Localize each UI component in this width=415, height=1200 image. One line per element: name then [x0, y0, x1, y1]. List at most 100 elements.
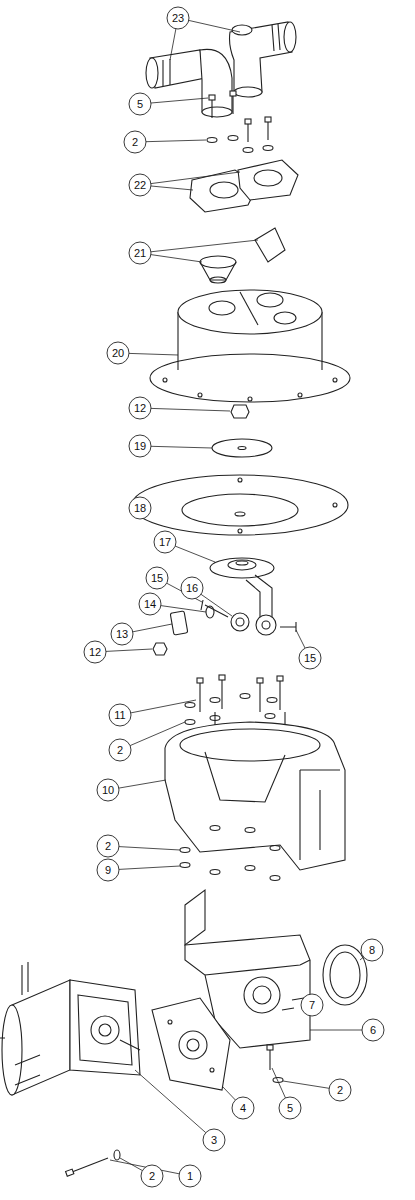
callout-circle [129, 93, 151, 115]
callout-number: 13 [111, 626, 133, 642]
leader-line [129, 353, 178, 355]
callout-circle [167, 7, 189, 29]
callout-number: 15 [146, 570, 168, 586]
callout-circle [299, 647, 321, 669]
callout-number: 16 [181, 580, 203, 596]
leader-line [201, 594, 232, 616]
leader-line [151, 186, 193, 190]
leader-line [170, 29, 176, 60]
leader-line [151, 172, 240, 184]
callout-circle [203, 1129, 225, 1151]
leader-line [222, 1086, 235, 1100]
motor [0, 962, 140, 1095]
callout-number: 20 [107, 345, 129, 361]
leader-line [119, 847, 180, 850]
callout-circle [129, 435, 151, 457]
leader-line [151, 98, 208, 103]
mount-bolts [66, 1045, 283, 1176]
nut-disc-diaphragm [132, 405, 348, 535]
callout-number: 15 [299, 650, 321, 666]
callout-number: 19 [129, 438, 151, 454]
callout-circle [84, 641, 106, 663]
callout-circle [154, 531, 176, 553]
callout-circle [129, 497, 151, 519]
leader-line [130, 722, 185, 746]
leader-line [119, 866, 180, 869]
callout-circle [129, 174, 151, 196]
leader-lines [106, 20, 364, 1173]
leader-line [161, 606, 206, 612]
callout-number: 2 [109, 742, 131, 758]
leader-line [296, 630, 305, 648]
leader-line [151, 240, 258, 252]
leader-line [151, 446, 212, 448]
callout-circle [301, 994, 323, 1016]
callout-circles [84, 7, 384, 1187]
callout-number: 23 [167, 10, 189, 26]
callout-circle [109, 704, 131, 726]
elbow-fittings [146, 22, 296, 117]
callout-circle [111, 623, 133, 645]
leader-line [151, 408, 230, 411]
callout-number: 7 [301, 997, 323, 1013]
callout-circle [146, 567, 168, 589]
callout-number: 10 [97, 782, 119, 798]
leader-line [272, 1068, 286, 1098]
adapter-plate [152, 998, 230, 1090]
callout-circle [97, 859, 119, 881]
base-bolts [185, 675, 283, 725]
leader-line [146, 140, 206, 142]
callout-circle [362, 1019, 384, 1041]
connecting-rod [153, 558, 296, 655]
callout-number: 2 [97, 838, 119, 854]
seal-ring [323, 945, 367, 1005]
valves [200, 228, 285, 283]
callout-circle [329, 1079, 351, 1101]
callout-circle [124, 131, 146, 153]
leader-line [135, 1070, 206, 1133]
callout-circle [179, 1165, 201, 1187]
leader-line [189, 20, 240, 32]
leader-line [151, 255, 202, 262]
callout-circle [107, 342, 129, 364]
valve-flanges [190, 160, 298, 212]
lower-washers [180, 826, 280, 881]
callout-number: 21 [129, 245, 151, 261]
callout-number: 11 [109, 707, 131, 723]
callout-circle [129, 242, 151, 264]
callout-number: 1 [179, 1168, 201, 1184]
callout-circle [232, 1097, 254, 1119]
callout-number: 17 [154, 534, 176, 550]
callout-number: 2 [141, 1168, 163, 1184]
callout-number: 3 [203, 1132, 225, 1148]
callout-number: 12 [129, 400, 151, 416]
callout-circle [129, 397, 151, 419]
callout-number: 6 [362, 1022, 384, 1038]
callout-number: 4 [232, 1100, 254, 1116]
callout-circle [141, 1165, 163, 1187]
pump-head [150, 290, 350, 402]
leader-line [106, 649, 152, 651]
callout-number: 9 [97, 862, 119, 878]
leader-line [360, 957, 364, 960]
leader-line [131, 700, 196, 713]
leader-line [133, 624, 172, 632]
callout-circle [109, 739, 131, 761]
leader-line [310, 1030, 362, 1031]
callout-number: 2 [329, 1082, 351, 1098]
leader-line [283, 1081, 329, 1088]
callout-circle [97, 835, 119, 857]
leader-line [120, 1158, 142, 1171]
callout-number: 8 [361, 942, 383, 958]
callout-circle [279, 1097, 301, 1119]
crank-housing [165, 712, 345, 870]
callout-number: 12 [84, 644, 106, 660]
leader-line [119, 780, 166, 788]
bolts-and-washers [207, 91, 273, 153]
callout-number: 22 [129, 177, 151, 193]
callout-number: 2 [124, 134, 146, 150]
callout-circle [139, 593, 161, 615]
callout-circle [361, 939, 383, 961]
callout-number: 5 [279, 1100, 301, 1116]
